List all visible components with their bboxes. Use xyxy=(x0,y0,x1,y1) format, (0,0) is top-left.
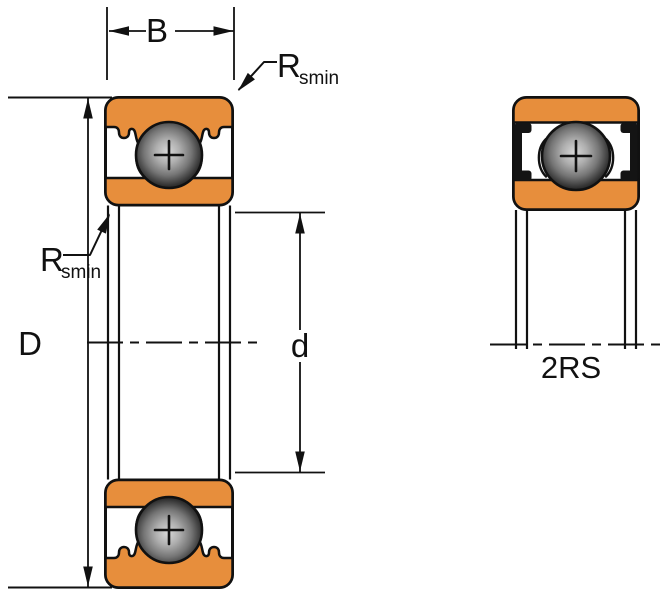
arrow-icon xyxy=(295,213,305,234)
label-width-B: B xyxy=(146,12,168,49)
arrow-icon xyxy=(83,98,93,119)
arrow-icon xyxy=(97,211,115,234)
label-bore-diameter-d: d xyxy=(291,327,309,364)
seal-lip-top xyxy=(620,123,638,133)
label-outer-diameter-D: D xyxy=(18,325,42,362)
dimension-d: d xyxy=(235,211,325,474)
label-rsmin-bottom-subscript: smin xyxy=(61,262,101,283)
label-rsmin-top-subscript: smin xyxy=(299,68,339,89)
leader-line xyxy=(63,214,110,256)
inner-ring xyxy=(512,178,640,211)
arrow-icon xyxy=(109,26,129,36)
ball-crosshair-icon xyxy=(153,139,185,171)
seal-lip-bottom xyxy=(514,170,532,181)
arrow-icon xyxy=(83,566,93,587)
dimension-D: D xyxy=(8,96,112,589)
bearing-section-open-bottom xyxy=(104,478,234,589)
bearing-sealed-view: 2RS xyxy=(490,96,666,385)
bearing-open-view: B D d R smin xyxy=(8,7,339,589)
bore-edge-lines xyxy=(514,210,638,349)
seal-body xyxy=(630,124,638,181)
label-seal-variant-2rs: 2RS xyxy=(541,350,601,385)
arrow-icon xyxy=(295,451,305,472)
callout-rsmin-bottom: R smin xyxy=(40,211,115,283)
label-rsmin-bottom: R xyxy=(40,241,64,278)
seal-lip-top xyxy=(514,123,532,133)
seal-lip-bottom xyxy=(620,170,638,181)
seal-right xyxy=(620,123,638,181)
inner-ring xyxy=(104,176,234,207)
dimension-B: B xyxy=(106,7,235,80)
bearing-section-open-top xyxy=(104,96,234,207)
label-rsmin-top: R xyxy=(277,47,301,84)
ball-crosshair-icon xyxy=(559,139,593,173)
seal-body xyxy=(514,124,522,181)
callout-rsmin-top: R smin xyxy=(234,47,339,95)
arrow-icon xyxy=(213,26,234,36)
seal-left xyxy=(514,123,532,181)
outer-ring xyxy=(512,96,640,124)
